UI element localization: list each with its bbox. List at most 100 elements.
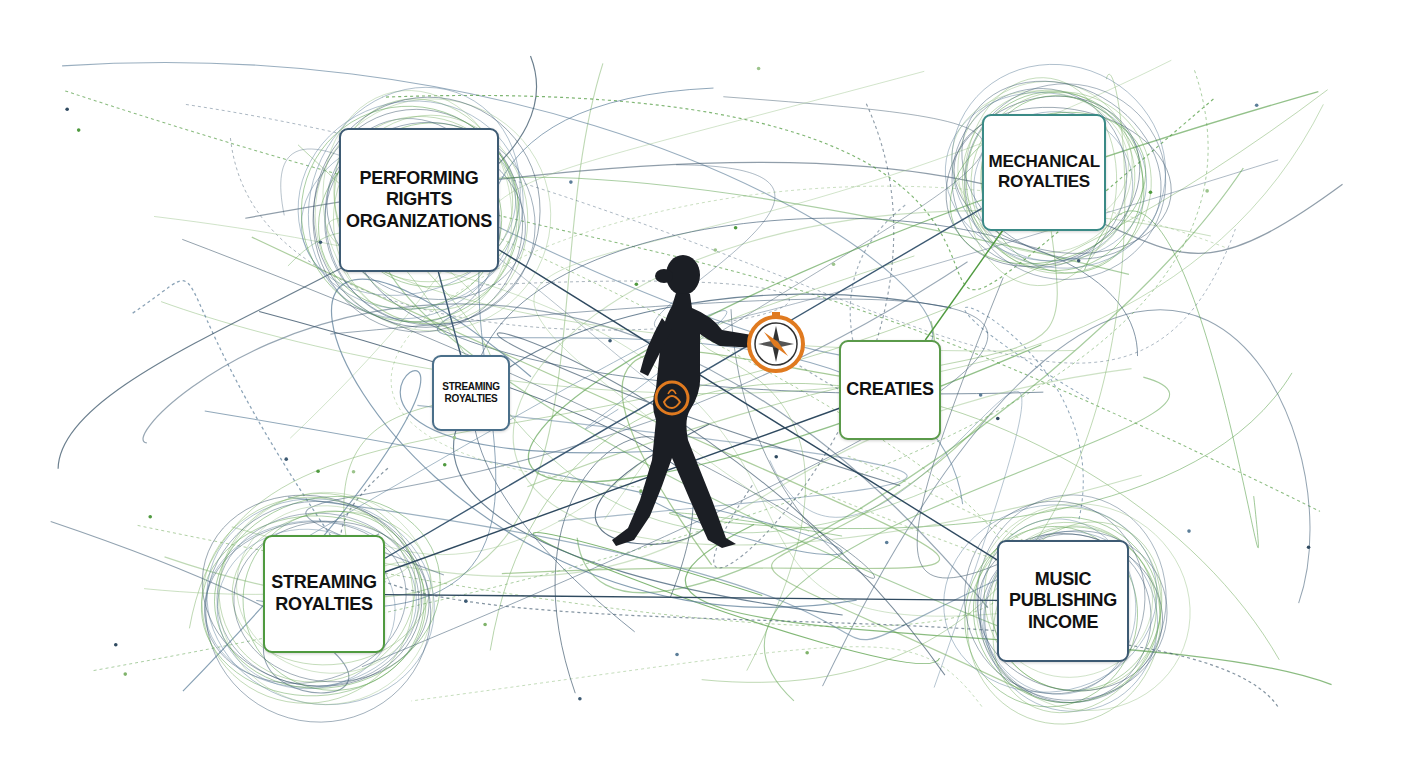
- scribble-ring: [189, 503, 421, 702]
- scribble-ring: [333, 115, 528, 324]
- scribble-ring: [297, 114, 524, 333]
- compass: [749, 312, 803, 371]
- scribble-dot: [832, 262, 836, 266]
- scribble-ring: [943, 92, 1182, 269]
- box-label: PERFORMING RIGHTS ORGANIZATIONS: [346, 168, 492, 233]
- scribble-ring: [960, 513, 1180, 711]
- connector-line: [385, 408, 839, 572]
- scribble-ring: [965, 514, 1183, 717]
- scribble-dot: [1149, 190, 1153, 194]
- scribble-ring: [317, 98, 531, 301]
- scribble-ring: [918, 30, 1199, 303]
- scribble-dot: [1307, 545, 1311, 549]
- scribble-dot: [319, 240, 323, 244]
- scribble-ring: [182, 472, 459, 731]
- scribble-ring: [939, 467, 1226, 748]
- scribble-curve: [256, 88, 713, 608]
- scribble-dot: [1077, 259, 1081, 263]
- scribble-dot: [77, 128, 81, 132]
- scribble-ring: [962, 499, 1147, 696]
- scribble-ring: [963, 101, 1143, 272]
- scribble-dot: [635, 283, 639, 287]
- scribble-ring: [180, 475, 457, 748]
- scribble-dot: [114, 643, 118, 647]
- scribble-dot: [714, 248, 718, 252]
- scribble-ring: [977, 512, 1166, 691]
- scribble-ring: [977, 516, 1140, 698]
- scribble-ring: [951, 72, 1171, 293]
- scribble-curve: [341, 468, 1279, 709]
- connector-line: [499, 250, 997, 560]
- scribble-curve: [685, 524, 1331, 684]
- scribble-dot: [885, 541, 889, 545]
- scribble-ring: [302, 99, 534, 343]
- scribble-ring: [305, 73, 547, 336]
- scribble-dot: [996, 417, 1000, 421]
- scribble-dot: [578, 697, 582, 701]
- scribble-curve: [528, 92, 1318, 482]
- scribble-ring: [960, 492, 1195, 743]
- scribble-ring: [304, 107, 548, 325]
- scribble-dot: [1255, 103, 1259, 107]
- scribble-dot: [774, 455, 778, 459]
- box-label: STREAMING ROYALTIES: [440, 381, 502, 405]
- scribble-ring: [221, 489, 436, 690]
- scribble-ring: [194, 473, 461, 712]
- connector-line: [385, 595, 997, 601]
- scribble-dot: [316, 470, 320, 474]
- scribble-dot: [569, 180, 573, 184]
- scribble-curve: [161, 104, 1323, 393]
- scribble-ring: [941, 504, 1161, 730]
- scribble-curve: [669, 373, 1292, 536]
- royalty-box: MUSIC PUBLISHING INCOME: [997, 540, 1129, 662]
- scribble-dot: [805, 651, 809, 655]
- scribble-dot: [1187, 529, 1191, 533]
- scribble-ring: [179, 470, 444, 712]
- scribble-dot: [608, 339, 612, 343]
- scribble-ring: [951, 78, 1147, 276]
- royalty-box: STREAMING ROYALTIES: [432, 355, 510, 431]
- scribble-dot: [65, 107, 69, 111]
- box-label: CREATIES: [846, 379, 933, 401]
- scribble-ring: [930, 46, 1194, 294]
- connector-line: [925, 231, 1002, 341]
- scribble-ring: [262, 67, 559, 362]
- scribble-ring: [305, 102, 555, 345]
- scribble-dot: [464, 599, 468, 603]
- scribble-ring: [215, 527, 397, 691]
- scribble-dot: [757, 67, 761, 71]
- scribble-dot: [734, 226, 738, 230]
- scribble-ring: [932, 76, 1161, 277]
- scribble-dot: [639, 489, 643, 493]
- scribble-curve: [764, 377, 1169, 701]
- connector-line: [438, 272, 460, 355]
- scribble-ring: [283, 106, 535, 318]
- royalty-box: PERFORMING RIGHTS ORGANIZATIONS: [339, 128, 499, 272]
- scribble-curve: [534, 60, 1171, 531]
- scribble-curve: [527, 231, 1057, 486]
- scribble-curve: [133, 281, 343, 553]
- scribble-dot: [979, 393, 983, 397]
- scribble-dot: [443, 463, 447, 467]
- scribble-ring: [953, 497, 1180, 723]
- scribble-curve: [555, 437, 693, 694]
- royalty-box: STREAMING ROYALTIES: [263, 535, 385, 653]
- scribble-curve: [411, 647, 982, 707]
- scribble-dot: [483, 623, 487, 627]
- scribble-curve: [93, 70, 1208, 670]
- royalty-box: CREATIES: [839, 340, 940, 440]
- scribble-ring: [277, 78, 545, 332]
- woman-silhouette: [612, 255, 758, 548]
- scribble-curve: [290, 71, 924, 438]
- scribble-ring: [296, 79, 570, 350]
- scribble-dot: [453, 436, 457, 440]
- scribble-dot: [352, 470, 356, 474]
- scribble-curve: [965, 307, 1091, 519]
- scribble-ring: [929, 86, 1168, 290]
- scribble-curve: [62, 62, 933, 359]
- scribble-curve: [288, 232, 961, 532]
- scribble-ring: [958, 77, 1173, 287]
